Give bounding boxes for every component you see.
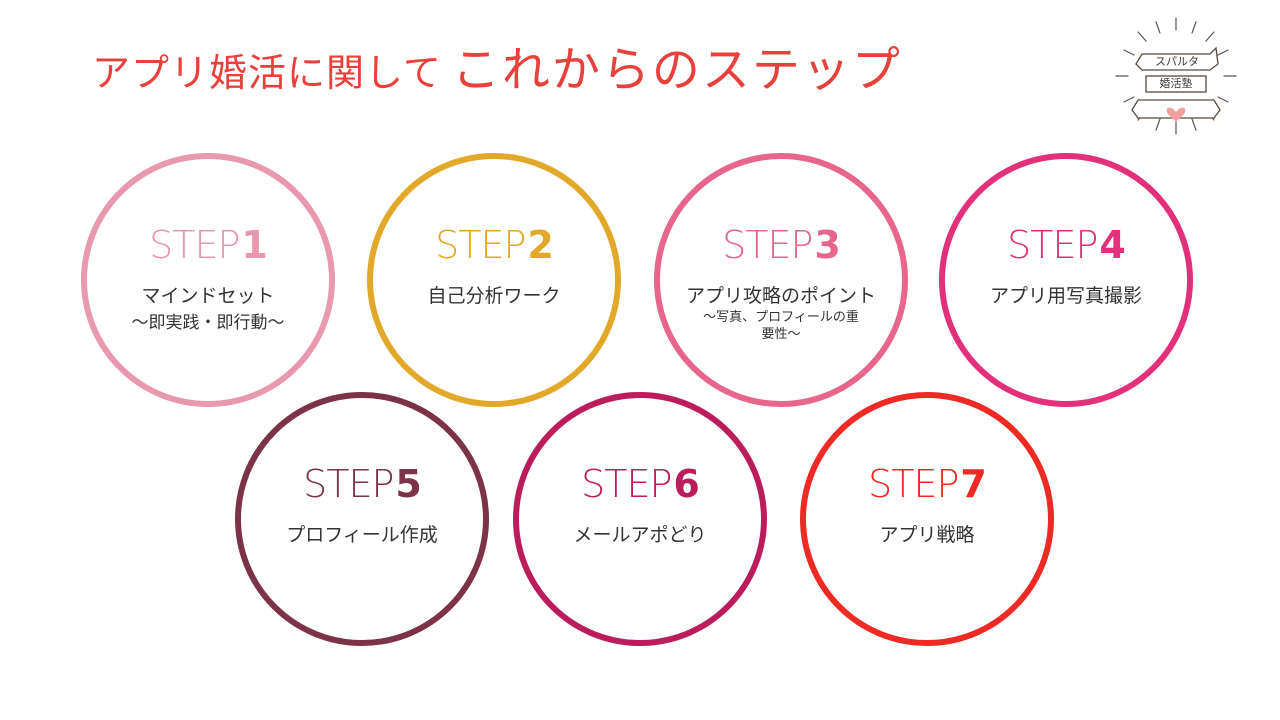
sparta-konkatsu-logo: スパルタ 婚活塾 <box>1112 14 1240 142</box>
step-7-label: アプリ戦略 <box>879 524 975 546</box>
step-6-heading: STEP6 <box>581 462 700 506</box>
title-part1: アプリ婚活に関して <box>92 51 442 95</box>
step-1-subtitle: 〜即実践・即行動〜 <box>131 313 285 333</box>
step-2-circle: STEP2 自己分析ワーク <box>367 153 621 407</box>
page-title: アプリ婚活に関してこれからのステップ <box>92 30 902 100</box>
step-1-circle: STEP1 マインドセット 〜即実践・即行動〜 <box>81 153 335 407</box>
step-4-circle: STEP4 アプリ用写真撮影 <box>939 153 1193 407</box>
step-6-label: メールアポどり <box>573 524 707 546</box>
step-4-label: アプリ用写真撮影 <box>989 285 1142 307</box>
step-7-circle: STEP7 アプリ戦略 <box>800 392 1054 646</box>
step-6-circle: STEP6 メールアポどり <box>513 392 767 646</box>
logo-emblem-icon <box>1115 17 1237 135</box>
logo-line2: 婚活塾 <box>1159 77 1193 90</box>
step-3-note: 〜写真、プロフィールの重要性〜 <box>703 310 859 342</box>
logo-line1: スパルタ <box>1155 55 1199 68</box>
step-7-heading: STEP7 <box>868 462 987 506</box>
step-5-heading: STEP5 <box>303 462 422 506</box>
step-5-label: プロフィール作成 <box>286 524 438 546</box>
step-2-label: 自己分析ワーク <box>427 285 561 307</box>
step-4-heading: STEP4 <box>1007 223 1126 267</box>
title-part2: これからのステップ <box>451 42 902 98</box>
step-1-heading: STEP1 <box>149 223 268 267</box>
step-3-circle: STEP3 アプリ攻略のポイント 〜写真、プロフィールの重要性〜 <box>654 153 908 407</box>
step-3-label: アプリ攻略のポイント <box>685 285 876 307</box>
step-3-heading: STEP3 <box>722 223 841 267</box>
step-2-heading: STEP2 <box>435 223 554 267</box>
step-1-label: マインドセット <box>141 285 275 307</box>
step-5-circle: STEP5 プロフィール作成 <box>235 392 489 646</box>
